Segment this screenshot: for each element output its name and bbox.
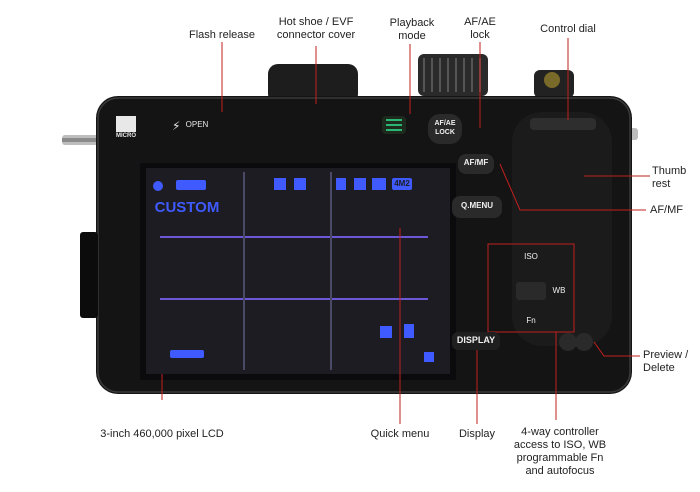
callout-four-way: 4-way controller access to ISO, WB progr… [513, 426, 607, 477]
lcd-screen [146, 168, 450, 374]
side-grip [80, 232, 98, 318]
delete-button[interactable] [575, 333, 593, 351]
callout-flash-release: Flash release [188, 29, 256, 41]
callout-hotshoe: Hot shoe / EVF connector cover [276, 16, 356, 41]
display-text: DISPLAY [456, 335, 496, 345]
leader-lines [161, 38, 650, 424]
screen-value-text: 4M2 [394, 179, 410, 188]
callout-afmf: AF/MF [650, 204, 683, 216]
control-dial [530, 118, 596, 130]
viewfinder-hump [268, 64, 358, 104]
callout-playback: Playback mode [389, 17, 435, 42]
screen-mode-text: CUSTOM [154, 199, 220, 216]
brand-logo-text: MICRO [116, 133, 136, 139]
callout-control-dial: Control dial [540, 23, 596, 35]
mode-dial [418, 54, 488, 96]
preview-button[interactable] [559, 333, 577, 351]
callout-afae-lock: AF/AE lock [464, 16, 496, 41]
display-button[interactable] [452, 332, 500, 350]
afae-lock-text: AF/AE LOCK [434, 120, 456, 136]
afmf-text: AF/MF [463, 158, 489, 167]
flash-open-text: OPEN [185, 120, 209, 129]
shutter-button [544, 72, 560, 88]
flash-bolt-icon: ⚡ [172, 119, 180, 133]
callout-quick-menu: Quick menu [370, 428, 430, 440]
playback-icon [386, 119, 402, 131]
afae-lock-button[interactable] [428, 114, 462, 144]
four-way-keys [516, 282, 546, 300]
wb-key-text: WB [552, 286, 566, 295]
callout-display: Display [458, 428, 496, 440]
lcd-grid [160, 236, 428, 300]
iso-key-text: ISO [524, 252, 538, 261]
afmf-button[interactable] [458, 154, 494, 174]
callout-preview-delete: Preview / Delete [643, 349, 689, 374]
brand-badge [116, 116, 136, 132]
fn-key-text: Fn [526, 316, 536, 325]
qmenu-text: Q.MENU [461, 201, 493, 210]
callout-lcd: 3-inch 460,000 pixel LCD [100, 428, 224, 440]
strap-lug-left [62, 135, 100, 145]
lcd-grid-vertical [243, 172, 332, 370]
lcd-status-icons [153, 178, 434, 362]
qmenu-button[interactable] [452, 196, 502, 218]
four-way-controller[interactable] [487, 243, 575, 333]
callout-thumb-rest: Thumb rest [652, 165, 687, 190]
thumb-rest [512, 112, 612, 346]
